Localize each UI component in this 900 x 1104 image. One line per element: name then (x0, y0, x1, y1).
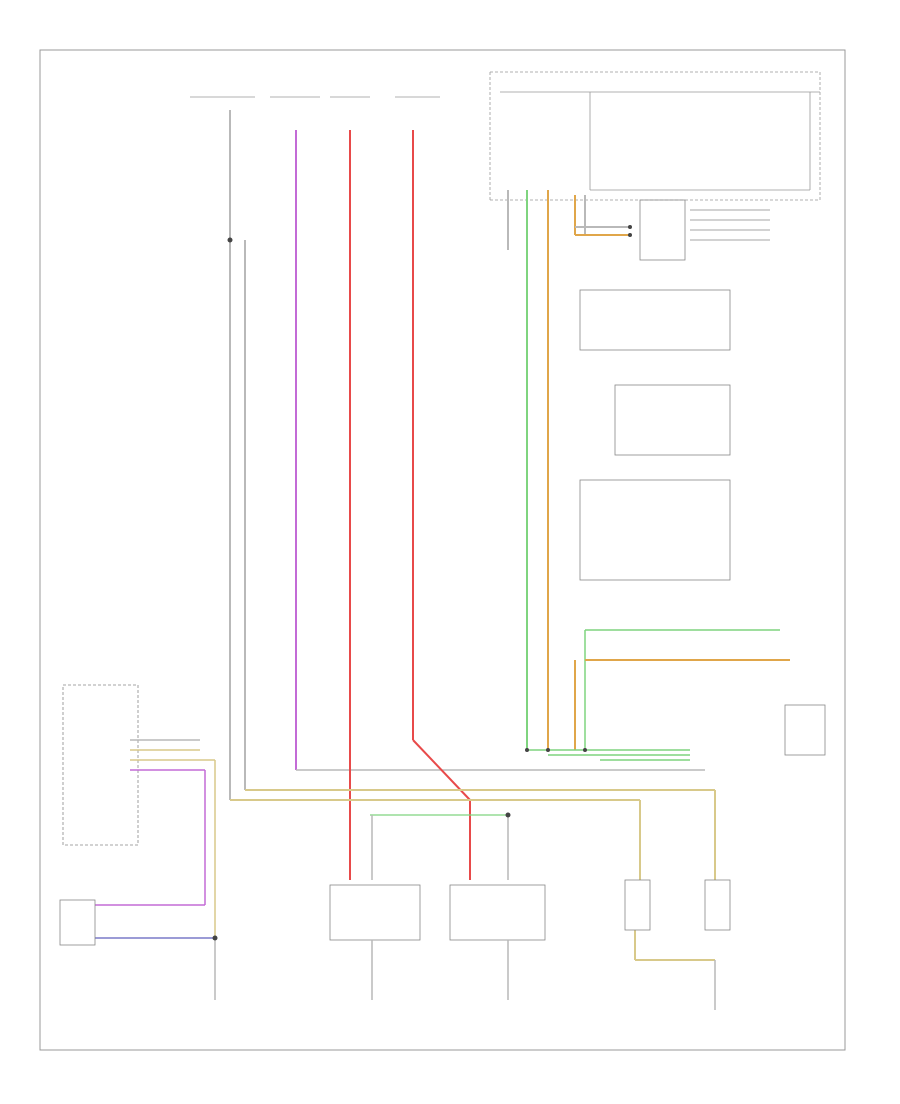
wire-yellow-bus (230, 789, 716, 961)
connector-dots (212, 225, 632, 941)
module-boxes-right (579, 199, 826, 756)
wire-violet (295, 130, 705, 771)
module-left (59, 684, 216, 946)
wire-horizontals (527, 629, 790, 761)
fuse-block-top (190, 71, 821, 201)
diagram-border (39, 49, 846, 1051)
wire-right-bundle (507, 190, 630, 750)
module-boxes-bottom (214, 879, 731, 1010)
wire-red-2 (412, 130, 471, 880)
